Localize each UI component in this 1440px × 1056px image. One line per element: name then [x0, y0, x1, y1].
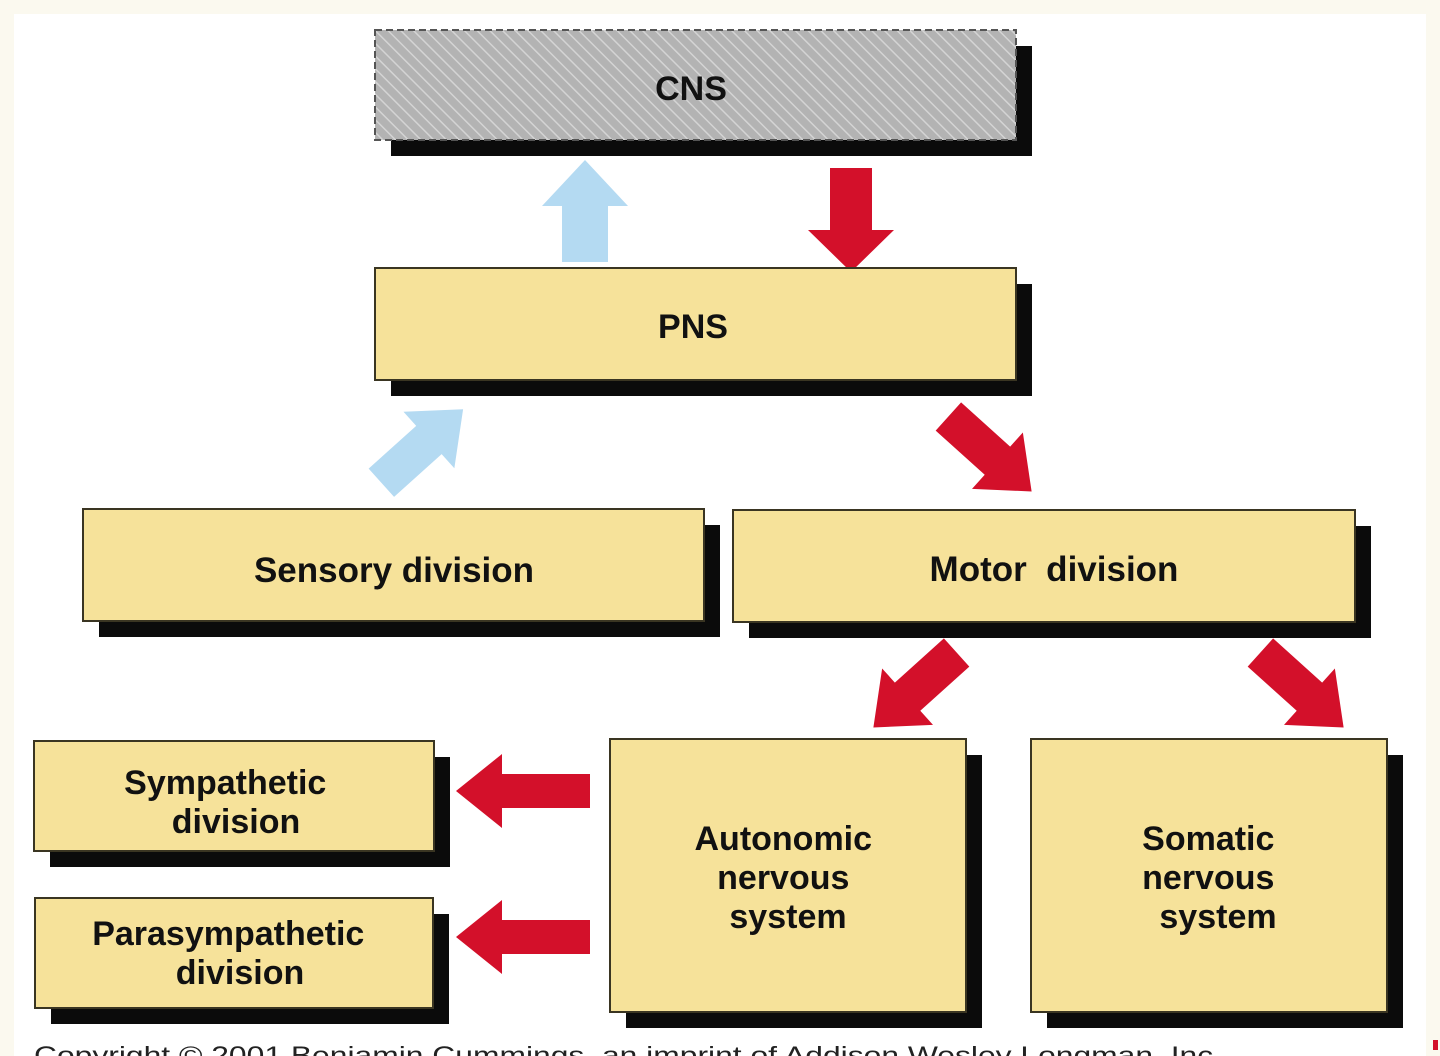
autonomic-label-line-1: Autonomic [695, 820, 873, 858]
motor-division-label: Motor division [930, 550, 1179, 589]
somatic-nervous-system-box: Somatic nervous system [1030, 738, 1403, 1028]
pns-label: PNS [658, 308, 728, 346]
sensory-division-box: Sensory division [82, 508, 720, 637]
autonomic-nervous-system-box: Autonomic nervous system [609, 738, 982, 1028]
sympathetic-box-face [33, 740, 435, 852]
autonomic-label: Autonomic nervous system [695, 820, 882, 936]
somatic-label: Somatic nervous system [1142, 820, 1284, 936]
sensory-to-pns-arrow-icon [368, 409, 464, 497]
sensory-division-label: Sensory division [254, 551, 534, 590]
autonomic-to-parasympathetic-arrow-icon [456, 900, 590, 974]
motor-down-arrow-icon [808, 168, 894, 272]
autonomic-box-face [609, 738, 967, 1013]
autonomic-to-sympathetic-arrow-icon [456, 754, 590, 828]
cns-box: CNS [374, 29, 1032, 156]
motor-division-box: Motor division [732, 509, 1371, 638]
motor-to-somatic-arrow-icon [1247, 638, 1344, 728]
sympathetic-label-line-1: Sympathetic [124, 764, 326, 802]
sensory-up-arrow-icon [542, 160, 628, 262]
cns-box-face [374, 29, 1017, 141]
pns-box: PNS [374, 267, 1032, 396]
cns-label: CNS [655, 70, 727, 108]
parasympathetic-label: Parasympathetic division [92, 915, 374, 992]
sympathetic-label-line-2: division [172, 803, 300, 841]
parasympathetic-division-box: Parasympathetic division [34, 897, 449, 1024]
somatic-label-line-3: system [1159, 898, 1276, 936]
corner-mark [1433, 1040, 1438, 1050]
copyright-text: Copyright © 2001 Benjamin Cummings, an i… [34, 1042, 1222, 1056]
somatic-label-line-1: Somatic [1142, 820, 1274, 858]
autonomic-label-line-3: system [729, 898, 846, 936]
motor-to-autonomic-arrow-icon [873, 638, 970, 728]
pns-to-motor-arrow-icon [935, 402, 1032, 492]
parasympathetic-label-line-1: Parasympathetic [92, 915, 364, 953]
sympathetic-division-box: Sympathetic division [33, 740, 450, 867]
somatic-label-line-2: nervous [1142, 859, 1274, 897]
autonomic-label-line-2: nervous [717, 859, 849, 897]
sensory-box-face [82, 508, 705, 622]
sympathetic-label: Sympathetic division [124, 764, 336, 841]
motor-box-face [732, 509, 1356, 623]
somatic-box-face [1030, 738, 1388, 1013]
pns-box-face [374, 267, 1017, 381]
parasympathetic-box-face [34, 897, 434, 1009]
parasympathetic-label-line-2: division [176, 954, 304, 992]
